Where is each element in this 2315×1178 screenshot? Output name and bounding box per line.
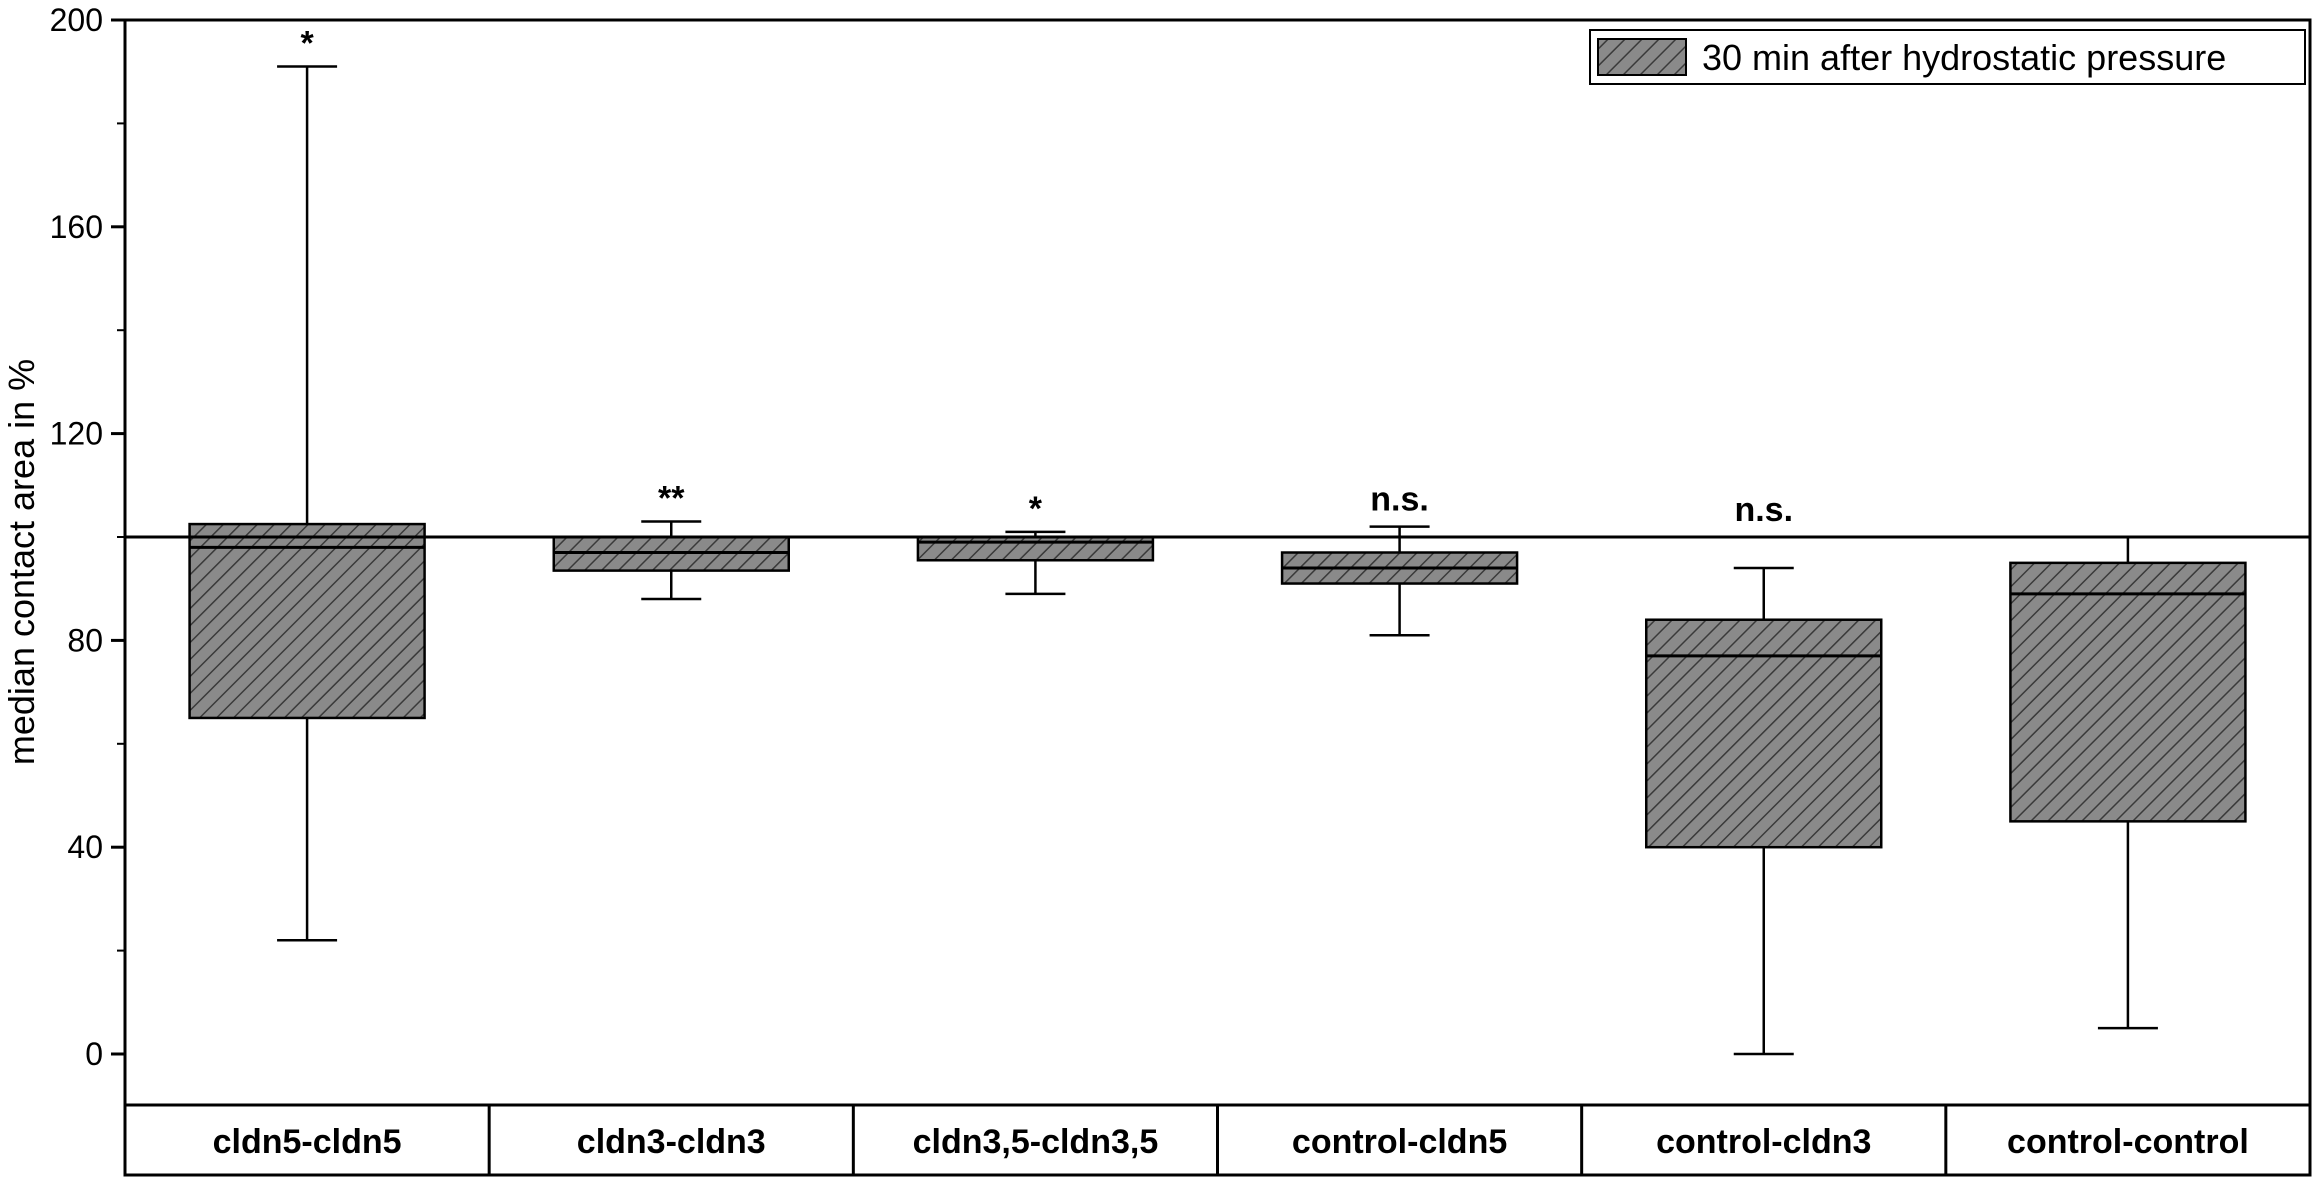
plot-frame bbox=[123, 18, 2312, 1177]
y-tick-label: 120 bbox=[50, 416, 103, 452]
box-cldn5-cldn5 bbox=[188, 65, 426, 942]
significance-labels: ****n.s.n.s. bbox=[300, 25, 1793, 529]
y-tick-label: 160 bbox=[50, 209, 103, 245]
category-labels: cldn5-cldn5 cldn3-cldn3 cldn3,5-cldn3,5 con… bbox=[213, 1123, 2249, 1161]
significance-label: * bbox=[1029, 490, 1043, 528]
y-tick-label: 80 bbox=[67, 622, 103, 658]
y-tick-label: 0 bbox=[85, 1036, 103, 1072]
box-control-cldn3 bbox=[1645, 566, 1883, 1056]
category-dividers bbox=[487, 1105, 1948, 1175]
category-label: control-control bbox=[2007, 1123, 2249, 1161]
legend: 30 min after hydrostatic pressure bbox=[1589, 29, 2306, 85]
box-cldn3-cldn3 bbox=[552, 520, 790, 601]
significance-label: n.s. bbox=[1734, 491, 1793, 529]
box-control-control bbox=[2009, 535, 2247, 1030]
legend-frame bbox=[1589, 29, 2306, 85]
significance-label: * bbox=[300, 25, 314, 63]
category-label: cldn3,5-cldn3,5 bbox=[913, 1123, 1159, 1161]
y-tick-label: 200 bbox=[50, 2, 103, 38]
significance-label: n.s. bbox=[1370, 481, 1429, 519]
iqr-box bbox=[2009, 561, 2247, 823]
iqr-box bbox=[1645, 618, 1883, 849]
y-axis-ticks: 0 40 80 120 160 200 bbox=[50, 2, 125, 1072]
legend-label: 30 min after hydrostatic pressure bbox=[1702, 37, 2226, 78]
y-tick-label: 40 bbox=[67, 829, 103, 865]
iqr-box bbox=[916, 535, 1155, 562]
category-label: control-cldn3 bbox=[1656, 1123, 1871, 1161]
category-label: cldn3-cldn3 bbox=[577, 1123, 766, 1161]
legend-swatch bbox=[1597, 38, 1687, 76]
significance-label: ** bbox=[658, 479, 685, 517]
box-cldn3,5-cldn3,5 bbox=[916, 530, 1155, 596]
category-label: control-cldn5 bbox=[1292, 1123, 1507, 1161]
boxes bbox=[188, 65, 2247, 1056]
box-control-cldn5 bbox=[1280, 525, 1519, 637]
iqr-box bbox=[188, 522, 426, 720]
category-label: cldn5-cldn5 bbox=[213, 1123, 402, 1161]
y-axis-label: median contact area in % bbox=[1, 359, 42, 765]
